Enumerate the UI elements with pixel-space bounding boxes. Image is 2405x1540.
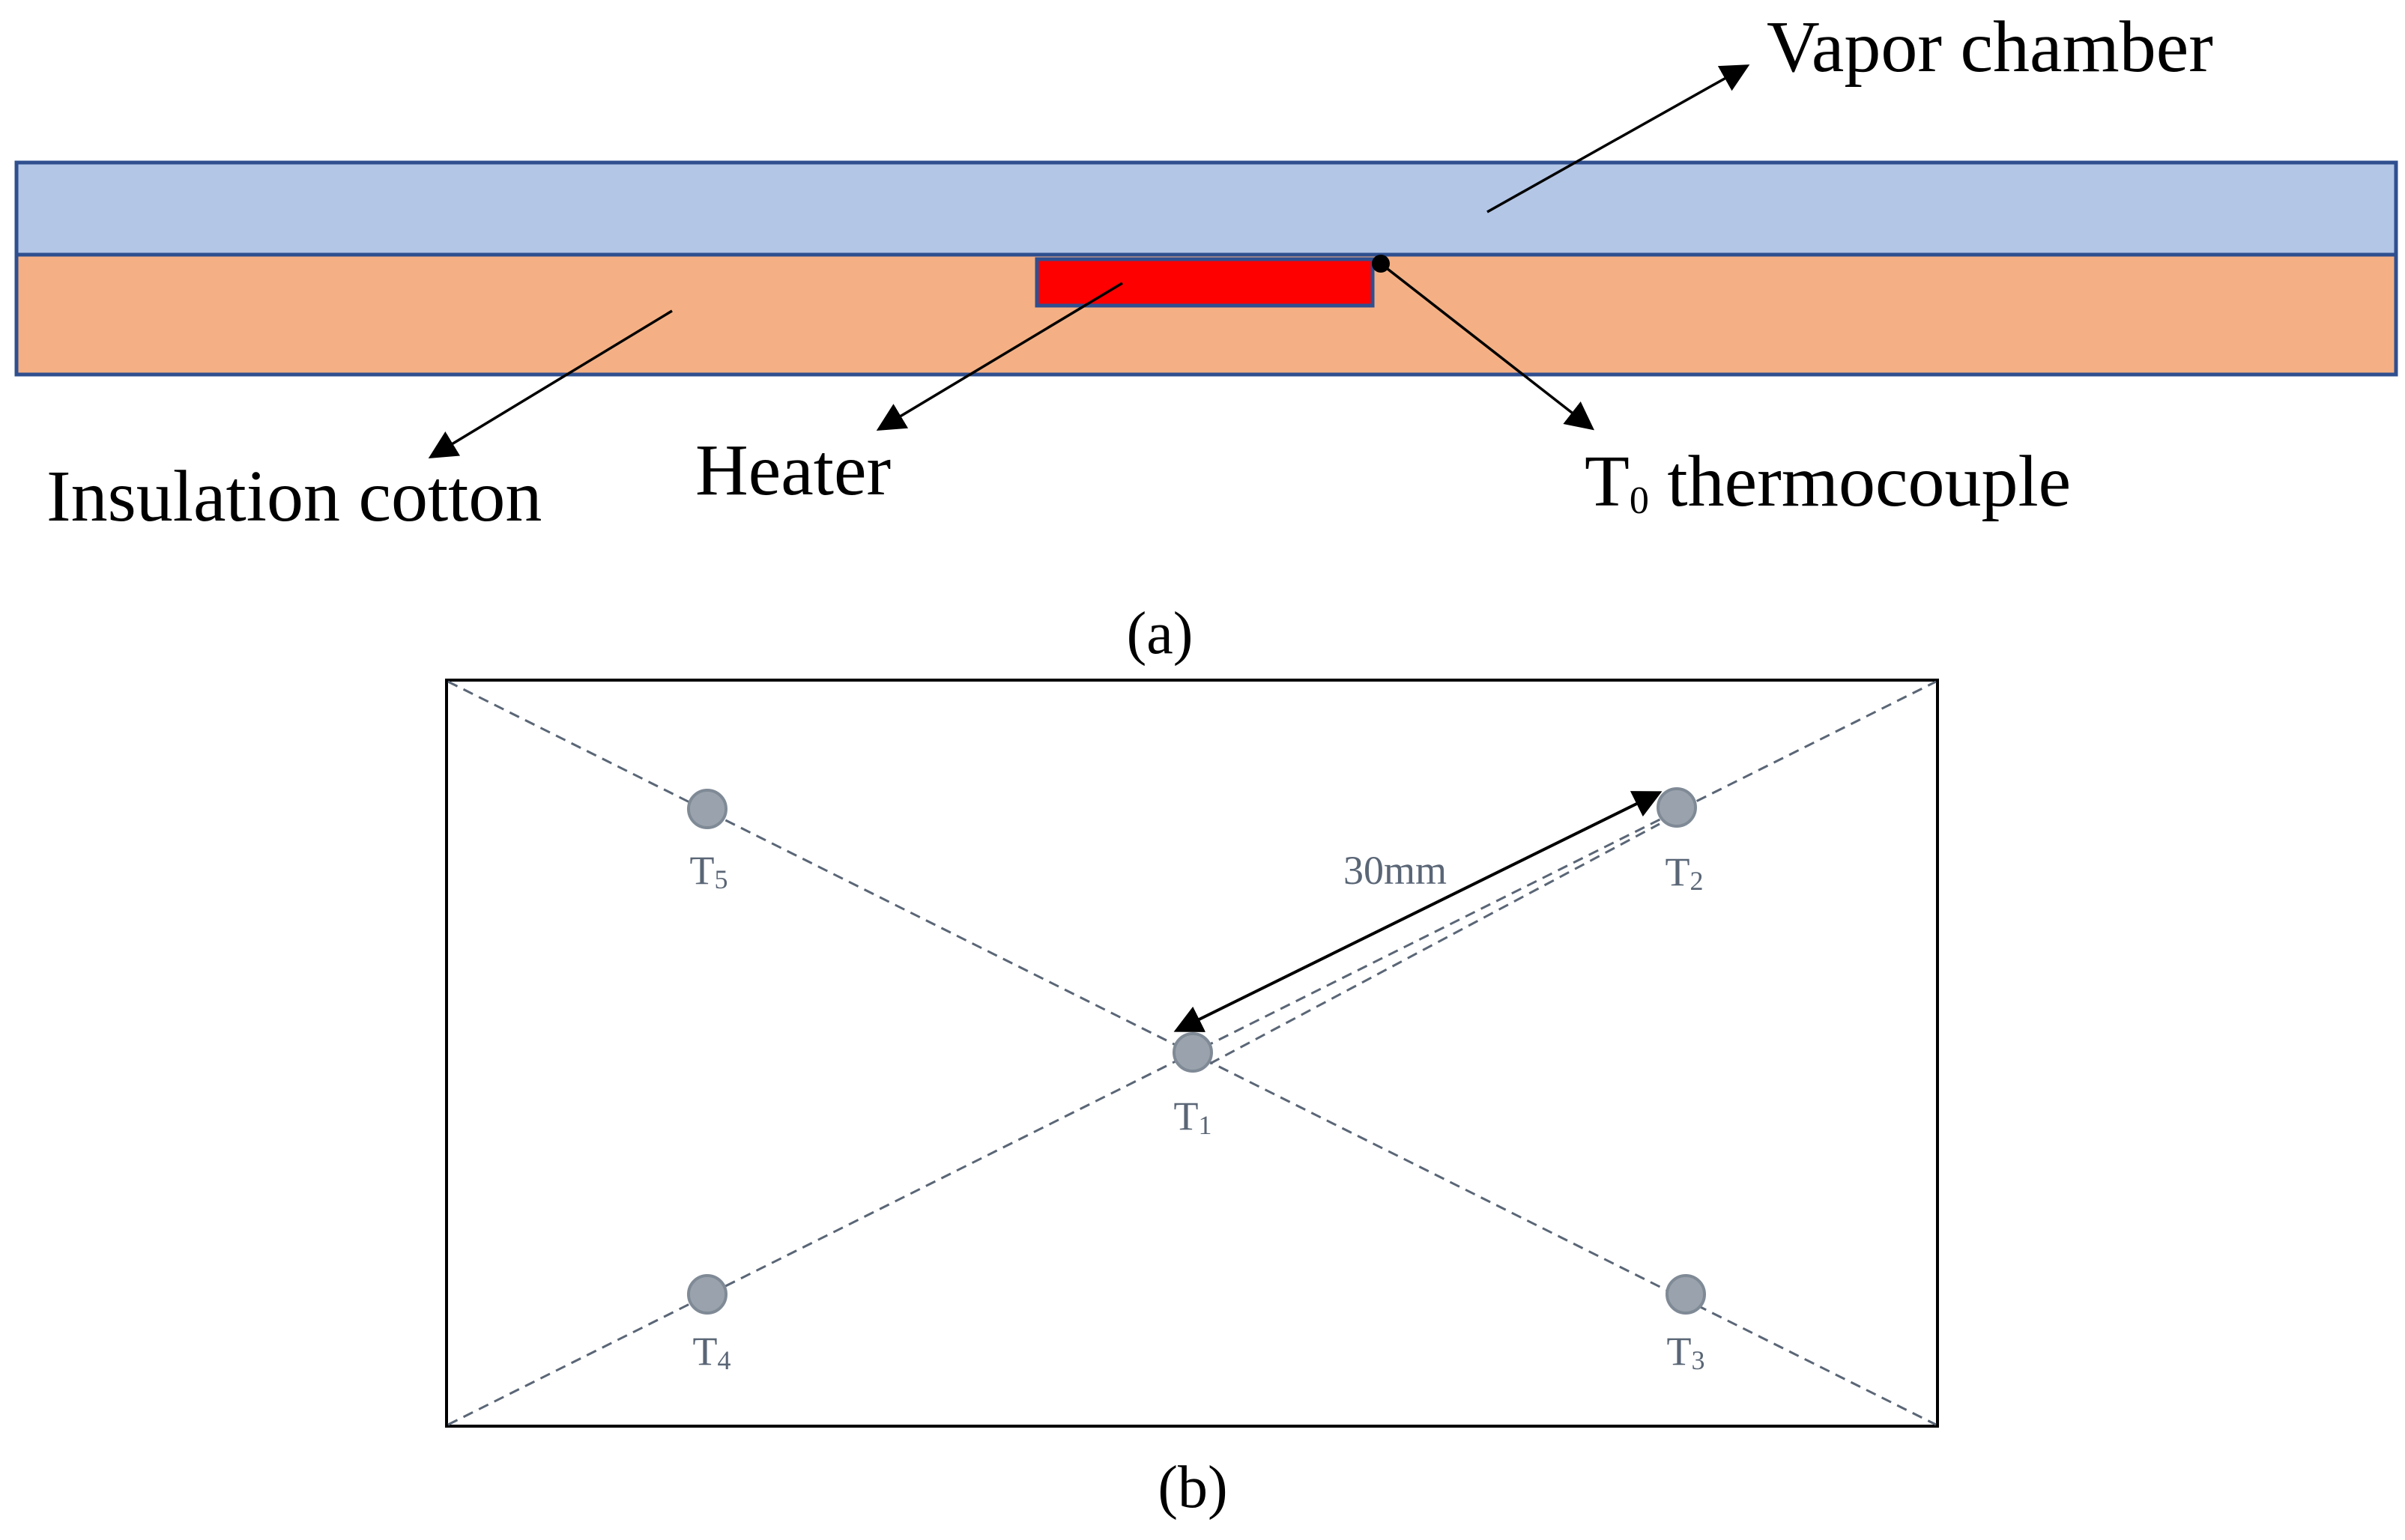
point-t2-marker: [1657, 787, 1697, 828]
point-t5-label: T5: [690, 848, 728, 894]
point-t3-marker: [1666, 1274, 1706, 1315]
t0-suffix: thermocouple: [1649, 441, 2071, 522]
panel-a: Vapor chamber Insulation cotton Heater T…: [14, 7, 2398, 667]
point-t1-marker: [1173, 1032, 1213, 1073]
panel-b: 30mm T1 T2 T3 T4 T5 (b): [445, 679, 1939, 1521]
heater-arrow: [876, 282, 1123, 431]
vapor-chamber-arrow: [1486, 64, 1750, 213]
t0-thermocouple-label: T0 thermocouple: [1585, 441, 2071, 522]
panel-a-caption: (a): [1127, 601, 1194, 667]
t0-thermocouple-arrow: [1379, 262, 1594, 431]
point-t2-label: T2: [1666, 849, 1704, 896]
t0-subscript: 0: [1630, 479, 1649, 522]
heater-label: Heater: [695, 430, 891, 511]
point-t5-marker: [687, 789, 727, 829]
dimension-arrow: [1173, 791, 1663, 1032]
dimension-label: 30mm: [1343, 848, 1447, 893]
panel-b-caption: (b): [1158, 1455, 1227, 1521]
heater-block: [1035, 257, 1375, 308]
t0-letter: T: [1585, 441, 1630, 522]
point-t3-label: T3: [1667, 1329, 1705, 1375]
point-t4-label: T4: [693, 1329, 731, 1375]
insulation-cotton-label: Insulation cotton: [46, 456, 542, 537]
insulation-cotton-arrow: [428, 309, 673, 458]
vapor-chamber-label: Vapor chamber: [1767, 7, 2213, 88]
point-t1-label: T1: [1174, 1094, 1212, 1140]
point-t4-marker: [687, 1274, 727, 1315]
vapor-chamber-layer: [14, 160, 2398, 257]
